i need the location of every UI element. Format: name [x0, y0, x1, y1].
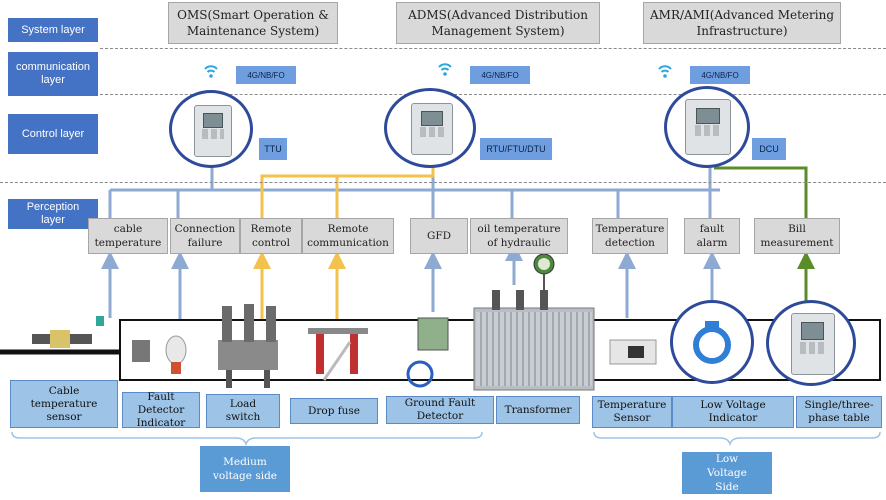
low-voltage-side-label: Low Voltage Side — [682, 452, 772, 494]
perception-remote-communication: Remote communication — [302, 218, 394, 254]
device-fault-detector: Fault Detector Indicator — [122, 391, 200, 429]
temperature-sensor-illustration — [609, 339, 657, 365]
dcu-circle — [664, 86, 750, 168]
billing-link — [714, 166, 808, 218]
wifi-icon — [658, 62, 672, 80]
medium-voltage-side-label: Medium voltage side — [200, 446, 290, 492]
device-phase-table: Single/three-phase table — [796, 396, 882, 428]
perception-bill-measurement: Bill measurement — [754, 218, 840, 254]
device-drop-fuse: Drop fuse — [290, 398, 378, 424]
device-load-switch: Load switch — [206, 394, 280, 428]
separator-communication — [100, 94, 886, 95]
device-low-voltage-indicator: Low Voltage Indicator — [672, 396, 794, 428]
oms-system-box: OMS(Smart Operation & Maintenance System… — [168, 2, 338, 44]
adms-system-box: ADMS(Advanced Distribution Management Sy… — [396, 2, 600, 44]
meter-icon — [411, 103, 453, 155]
ground-fault-detector-illustration — [406, 317, 449, 388]
perception-gfd: GFD — [410, 218, 468, 254]
meter-icon — [685, 99, 731, 155]
system-layer-label: System layer — [8, 18, 98, 42]
device-transformer: Transformer — [496, 396, 580, 424]
perception-remote-control: Remote control — [240, 218, 302, 254]
device-temperature-sensor: Temperature Sensor — [592, 396, 672, 428]
device-cable-temperature-sensor: Cable temperature sensor — [10, 380, 118, 428]
fault-detector-illustration — [132, 335, 187, 374]
comm-tag-ami: 4G/NB/FO — [690, 66, 750, 84]
control-tag-dcu: DCU — [752, 138, 786, 160]
wifi-icon — [204, 62, 218, 80]
sensor-icon — [693, 321, 731, 364]
perception-cable-temperature: cable temperature — [88, 218, 168, 254]
perception-connection-failure: Connection failure — [170, 218, 240, 254]
comm-tag-adms: 4G/NB/FO — [470, 66, 530, 84]
device-ground-fault-detector: Ground Fault Detector — [386, 396, 494, 424]
low-voltage-indicator-circle — [670, 300, 754, 384]
ami-system-box: AMR/AMI(Advanced Metering Infrastructure… — [643, 2, 841, 44]
separator-control — [0, 182, 886, 183]
control-tag-rtu: RTU/FTU/DTU — [480, 138, 552, 160]
ttu-circle — [169, 90, 253, 168]
comm-tag-oms: 4G/NB/FO — [236, 66, 296, 84]
control-layer-label: Control layer — [8, 114, 98, 154]
perception-oil-temperature: oil temperature of hydraulic — [470, 218, 568, 254]
phase-meter-circle — [766, 300, 856, 386]
perception-temperature-detection: Temperature detection — [592, 218, 668, 254]
control-tag-ttu: TTU — [259, 138, 287, 160]
wifi-icon — [438, 60, 452, 78]
load-switch-illustration — [218, 304, 278, 388]
perception-layer-label: Perception layer — [8, 199, 98, 229]
separator-system — [100, 48, 886, 49]
meter-icon — [791, 313, 835, 375]
meter-icon — [194, 105, 232, 157]
communication-layer-label: communication layer — [8, 52, 98, 96]
rtu-circle — [384, 88, 476, 168]
remote-control-link — [260, 160, 435, 218]
drop-fuse-illustration — [308, 328, 368, 381]
transformer-illustration — [473, 253, 595, 391]
perception-fault-alarm: fault alarm — [684, 218, 740, 254]
cable-sensor-illustration — [32, 316, 104, 348]
device-arrows — [101, 243, 815, 320]
